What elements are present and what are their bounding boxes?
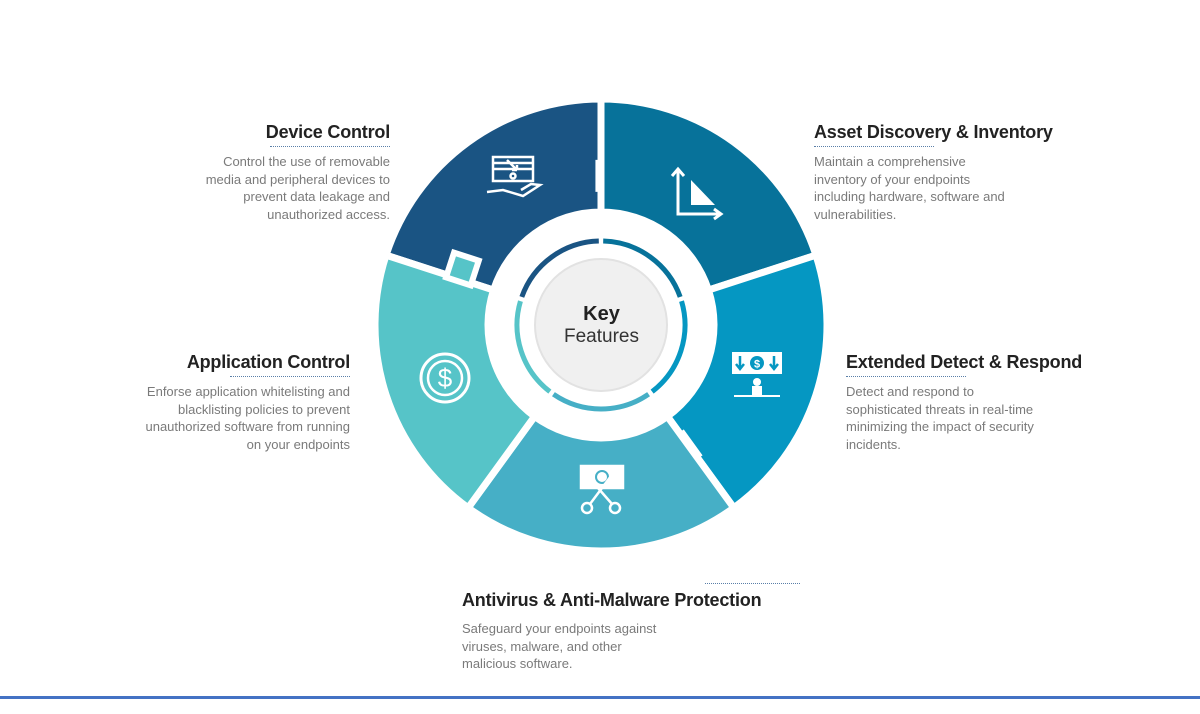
feature-title: Asset Discovery & Inventory	[814, 122, 1053, 142]
feature-title: Application Control	[186, 352, 350, 372]
title-underline	[705, 583, 800, 584]
feature-desc: Control the use of removable media and p…	[130, 153, 390, 223]
desc-line: incidents.	[846, 436, 901, 452]
center-key-text: Key	[583, 303, 620, 325]
title-underline	[230, 376, 350, 377]
feature-device-control: Device Control Control the use of remova…	[130, 122, 390, 223]
feature-title: Extended Detect & Respond	[846, 352, 1083, 372]
center-features-text: Features	[564, 326, 639, 347]
svg-text:$: $	[754, 359, 760, 371]
desc-line: minimizing the impact of security	[846, 419, 1034, 434]
desc-line: inventory of your endpoints	[814, 171, 971, 187]
feature-desc: Enforse application whitelisting and bla…	[70, 383, 350, 453]
desc-line: on your endpoints	[246, 436, 350, 452]
desc-line: including hardware, software and	[814, 189, 1005, 204]
desc-line: media and peripheral devices to	[205, 171, 390, 187]
feature-desc: Detect and respond to sophisticated thre…	[846, 383, 1146, 453]
feature-title: Antivirus & Anti-Malware Protection	[462, 590, 762, 610]
title-underline	[846, 376, 966, 377]
desc-line: vulnerabilities.	[814, 206, 897, 222]
inner-arc	[650, 300, 688, 394]
desc-line: prevent data leakage and	[243, 189, 390, 204]
desc-line: Safeguard your endpoints against	[462, 621, 657, 636]
inner-arc	[552, 392, 650, 412]
inner-arc	[603, 238, 683, 298]
desc-line: sophisticated threats in real-time	[846, 401, 1034, 417]
feature-asset-discovery: Asset Discovery & Inventory Maintain a c…	[814, 122, 1114, 223]
puzzle-tab	[442, 248, 483, 290]
feature-title: Device Control	[265, 122, 390, 142]
desc-line: Control the use of removable	[223, 154, 390, 169]
desc-line: unauthorized access.	[267, 206, 390, 222]
desc-line: malicious software.	[462, 656, 573, 671]
chart-axes-icon	[670, 166, 724, 221]
feature-antivirus: Antivirus & Anti-Malware Protection Safe…	[462, 580, 822, 673]
scissors-money-icon	[579, 464, 625, 515]
svg-text:$: $	[438, 363, 453, 393]
feature-application-control: Application Control Enforse application …	[70, 352, 350, 453]
feature-desc: Safeguard your endpoints against viruses…	[462, 620, 822, 673]
bottom-rule	[0, 696, 1200, 699]
desc-line: Enforse application whitelisting and	[146, 384, 350, 399]
dollar-coin-icon: $	[419, 352, 471, 404]
inner-arc	[514, 300, 552, 394]
center-circle	[534, 258, 668, 392]
feature-extended-detect: Extended Detect & Respond Detect and res…	[846, 352, 1146, 453]
desc-line: viruses, malware, and other	[462, 638, 622, 654]
center-label: Key Features	[535, 259, 668, 392]
feature-desc: Maintain a comprehensive inventory of yo…	[814, 153, 1114, 223]
person-screen-icon: $	[732, 352, 782, 397]
title-underline	[814, 146, 934, 147]
desc-line: Maintain a comprehensive	[814, 154, 966, 169]
desc-line: blacklisting policies to prevent	[178, 401, 350, 417]
title-underline	[270, 146, 390, 147]
hand-device-icon	[486, 155, 544, 198]
desc-line: Detect and respond to	[846, 384, 974, 399]
desc-line: unauthorized software from running	[145, 419, 350, 434]
inner-arc	[519, 238, 599, 298]
